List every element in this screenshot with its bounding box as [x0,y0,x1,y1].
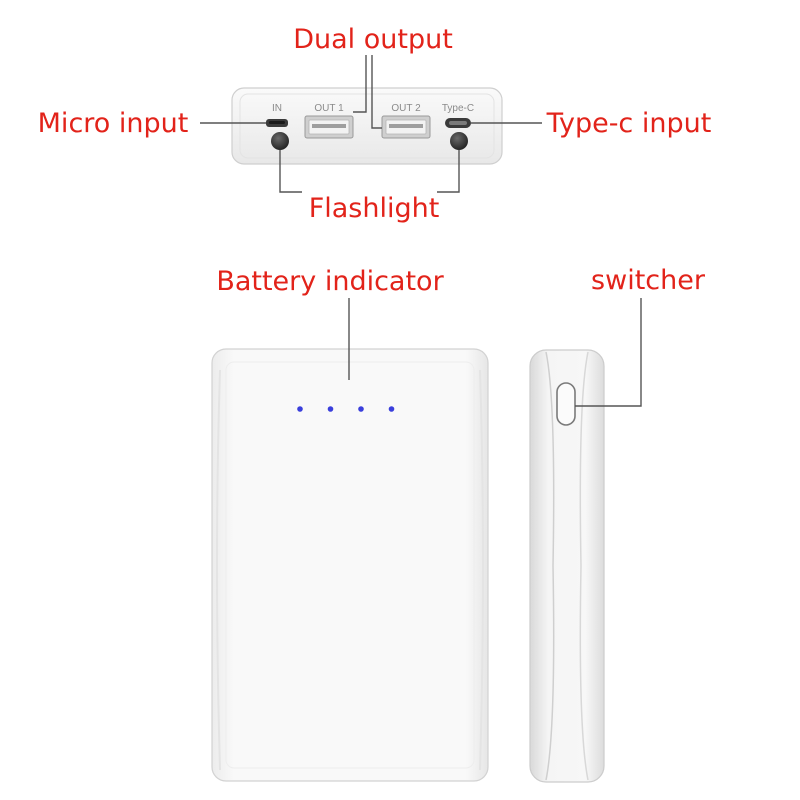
port-label-out2: OUT 2 [391,103,421,114]
port-panel [231,87,503,165]
switcher-button [556,382,576,426]
battery-indicator-leds [297,406,395,412]
callout-flashlight: Flashlight [309,193,440,224]
power-bank-side [529,349,605,783]
battery-led [297,406,303,412]
flashlight-button-left [271,132,289,150]
callout-dual-output: Dual output [293,24,453,55]
leader-lines-top [200,55,542,193]
flashlight-button-right [450,132,468,150]
callout-battery-indicator: Battery indicator [216,266,444,297]
port-label-out1: OUT 1 [314,103,344,114]
port-label-in: IN [272,103,282,114]
battery-led [358,406,364,412]
battery-led [327,406,334,412]
usb-a-port-out2 [381,115,431,139]
leader-switcher [575,298,642,407]
power-bank-front [211,348,489,782]
callout-micro-input: Micro input [38,108,189,139]
port-label-type-c: Type-C [442,103,474,114]
micro-usb-port [266,119,288,127]
battery-led [388,406,395,412]
callout-type-c-input: Type-c input [546,108,712,139]
type-c-port [445,118,471,128]
callout-switcher: switcher [591,265,706,296]
usb-a-port-out1 [304,115,354,139]
